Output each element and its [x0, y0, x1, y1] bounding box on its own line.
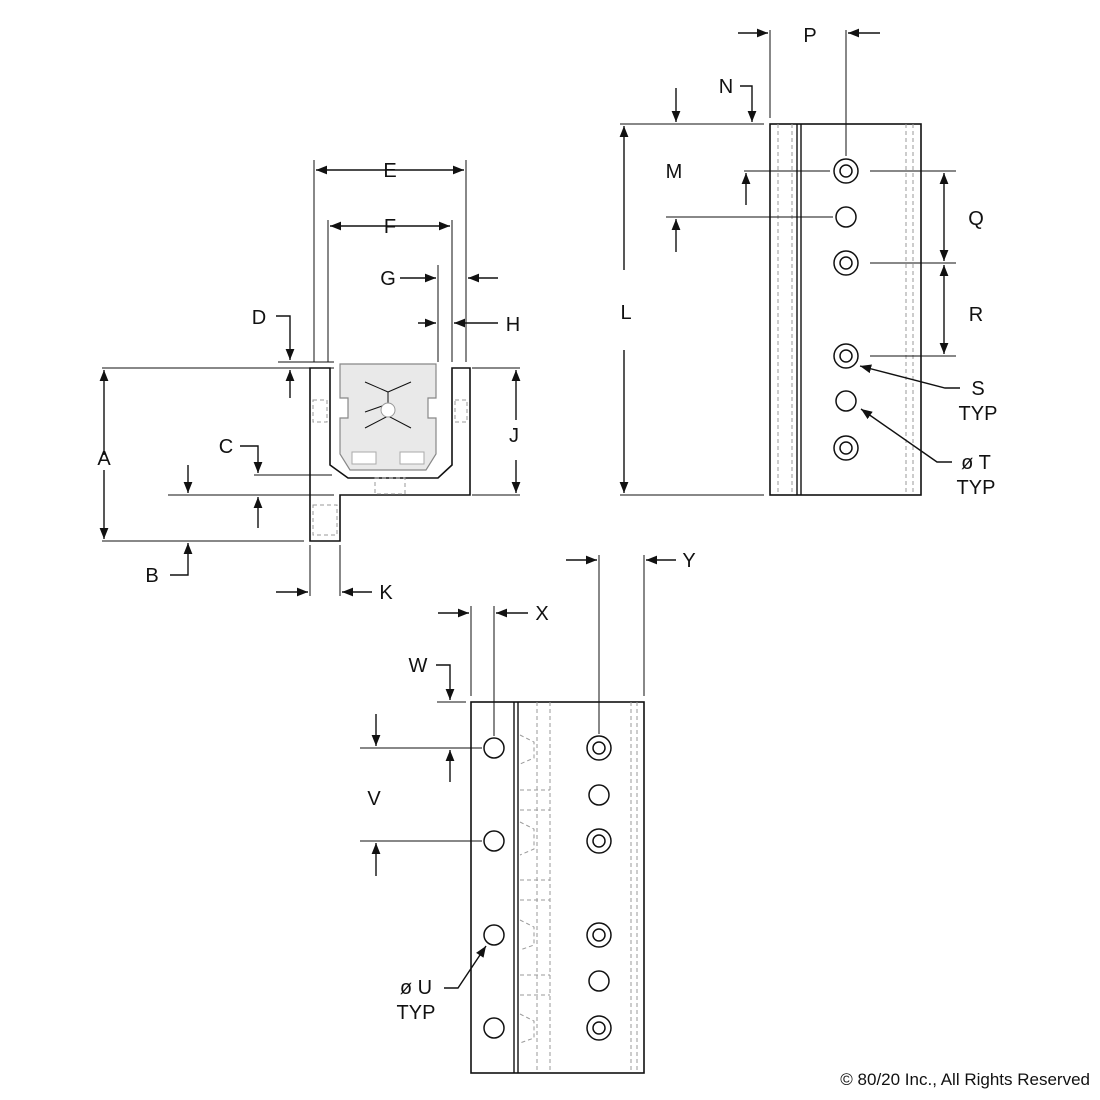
label-Y: Y — [682, 550, 695, 572]
label-G: G — [380, 268, 396, 290]
extrusion-profile — [339, 363, 437, 471]
label-V: V — [367, 788, 381, 810]
label-C: C — [219, 436, 233, 458]
end-view: E F G H D A J C B K — [97, 160, 521, 604]
counterbore-hole — [833, 158, 859, 184]
label-A: A — [97, 448, 111, 470]
side-view: P N M L Q R S TYP ø T TYP — [619, 25, 998, 499]
plain-hole — [483, 830, 505, 852]
label-S-typ: TYP — [959, 403, 998, 425]
hidden-hole — [454, 399, 468, 423]
counterbore-hole — [586, 1015, 612, 1041]
hidden-hole — [312, 504, 338, 536]
label-L: L — [620, 302, 631, 324]
plain-hole — [483, 737, 505, 759]
label-P: P — [803, 25, 816, 47]
hidden-hole — [312, 399, 328, 423]
label-U: ø U — [400, 977, 432, 999]
label-D: D — [252, 307, 266, 329]
counterbore-hole — [833, 343, 859, 369]
label-Q: Q — [968, 208, 984, 230]
label-F: F — [384, 216, 396, 238]
label-S: S — [971, 378, 984, 400]
counterbore-hole — [586, 828, 612, 854]
label-J: J — [509, 425, 519, 447]
counterbore-hole — [586, 735, 612, 761]
label-H: H — [506, 314, 520, 336]
label-K: K — [379, 582, 393, 604]
hidden-hole — [374, 477, 406, 495]
label-E: E — [383, 160, 396, 182]
front-view: X Y W V ø U TYP — [360, 550, 696, 1074]
counterbore-hole — [833, 250, 859, 276]
label-N: N — [719, 76, 733, 98]
label-X: X — [535, 603, 548, 625]
counterbore-hole — [586, 922, 612, 948]
copyright-notice: © 80/20 Inc., All Rights Reserved — [840, 1070, 1090, 1089]
label-U-typ: TYP — [397, 1002, 436, 1024]
bracket-profile — [309, 367, 471, 542]
plain-hole — [588, 970, 610, 992]
label-M: M — [666, 161, 683, 183]
plain-hole — [483, 1017, 505, 1039]
plain-hole — [835, 206, 857, 228]
plain-hole — [588, 784, 610, 806]
label-R: R — [969, 304, 983, 326]
plain-hole — [483, 924, 505, 946]
front-plate — [470, 701, 645, 1074]
label-T: ø T — [961, 452, 991, 474]
label-W: W — [409, 655, 428, 677]
plain-hole — [835, 390, 857, 412]
counterbore-hole — [833, 435, 859, 461]
label-T-typ: TYP — [957, 477, 996, 499]
label-B: B — [145, 565, 158, 587]
